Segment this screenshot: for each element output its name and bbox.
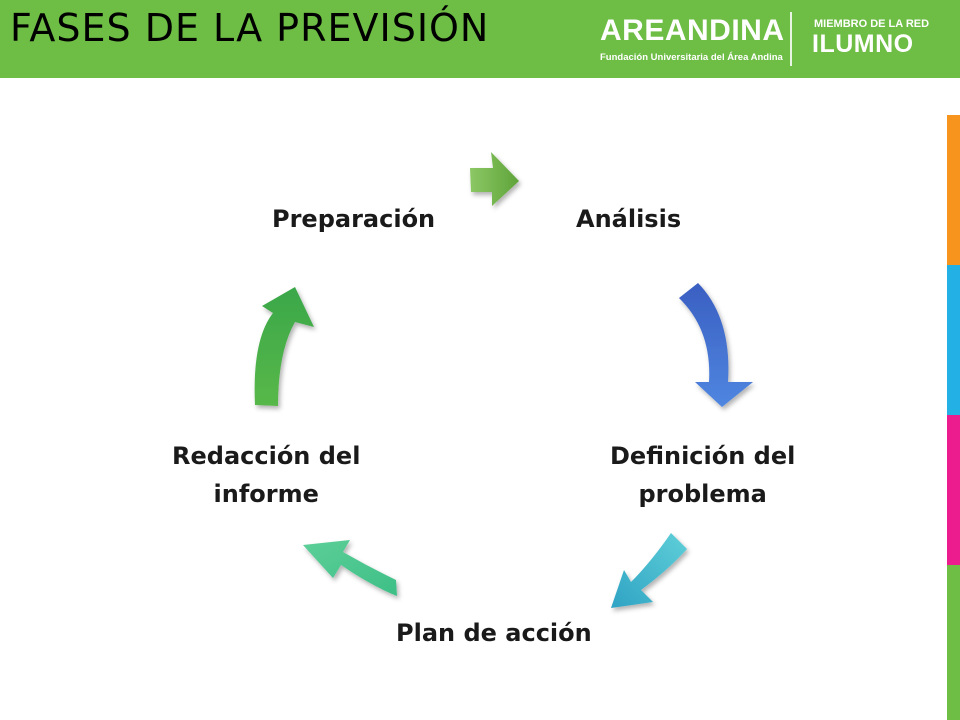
side-stripe-orange [947,115,960,265]
step-definicion-del-problema: Definición del problema [610,437,795,513]
arrow-redaccion-to-preparacion [254,287,314,406]
arrow-plan-to-redaccion [303,540,397,596]
ilumno-logo: ILUMNO [812,30,914,58]
step-redaccion-line-1: Redacción del [172,442,361,470]
arrow-preparacion-to-analisis [470,152,519,206]
step-analisis: Análisis [576,205,682,233]
areandina-subtitle: Fundación Universitaria del Área Andina [600,52,783,63]
step-plan-de-accion: Plan de acción [396,619,592,647]
areandina-logo: AREANDINA [600,14,785,47]
network-label: MIEMBRO DE LA RED [814,18,930,30]
step-definicion-line-2: problema [638,480,767,508]
step-redaccion-line-2: informe [213,480,319,508]
logo-divider [790,12,792,66]
header-bar: FASES DE LA PREVISIÓN AREANDINA Fundació… [0,0,960,78]
page-title: FASES DE LA PREVISIÓN [10,6,490,50]
step-preparacion: Preparación [272,205,436,233]
step-redaccion-del-informe: Redacción del informe [172,437,360,513]
side-stripe-blue [947,265,960,415]
step-definicion-line-1: Definición del [610,442,796,470]
side-stripe-green [947,565,960,720]
side-stripe-magenta [947,415,960,565]
arrow-analisis-to-definicion [679,283,753,407]
arrow-definicion-to-plan [611,533,687,608]
